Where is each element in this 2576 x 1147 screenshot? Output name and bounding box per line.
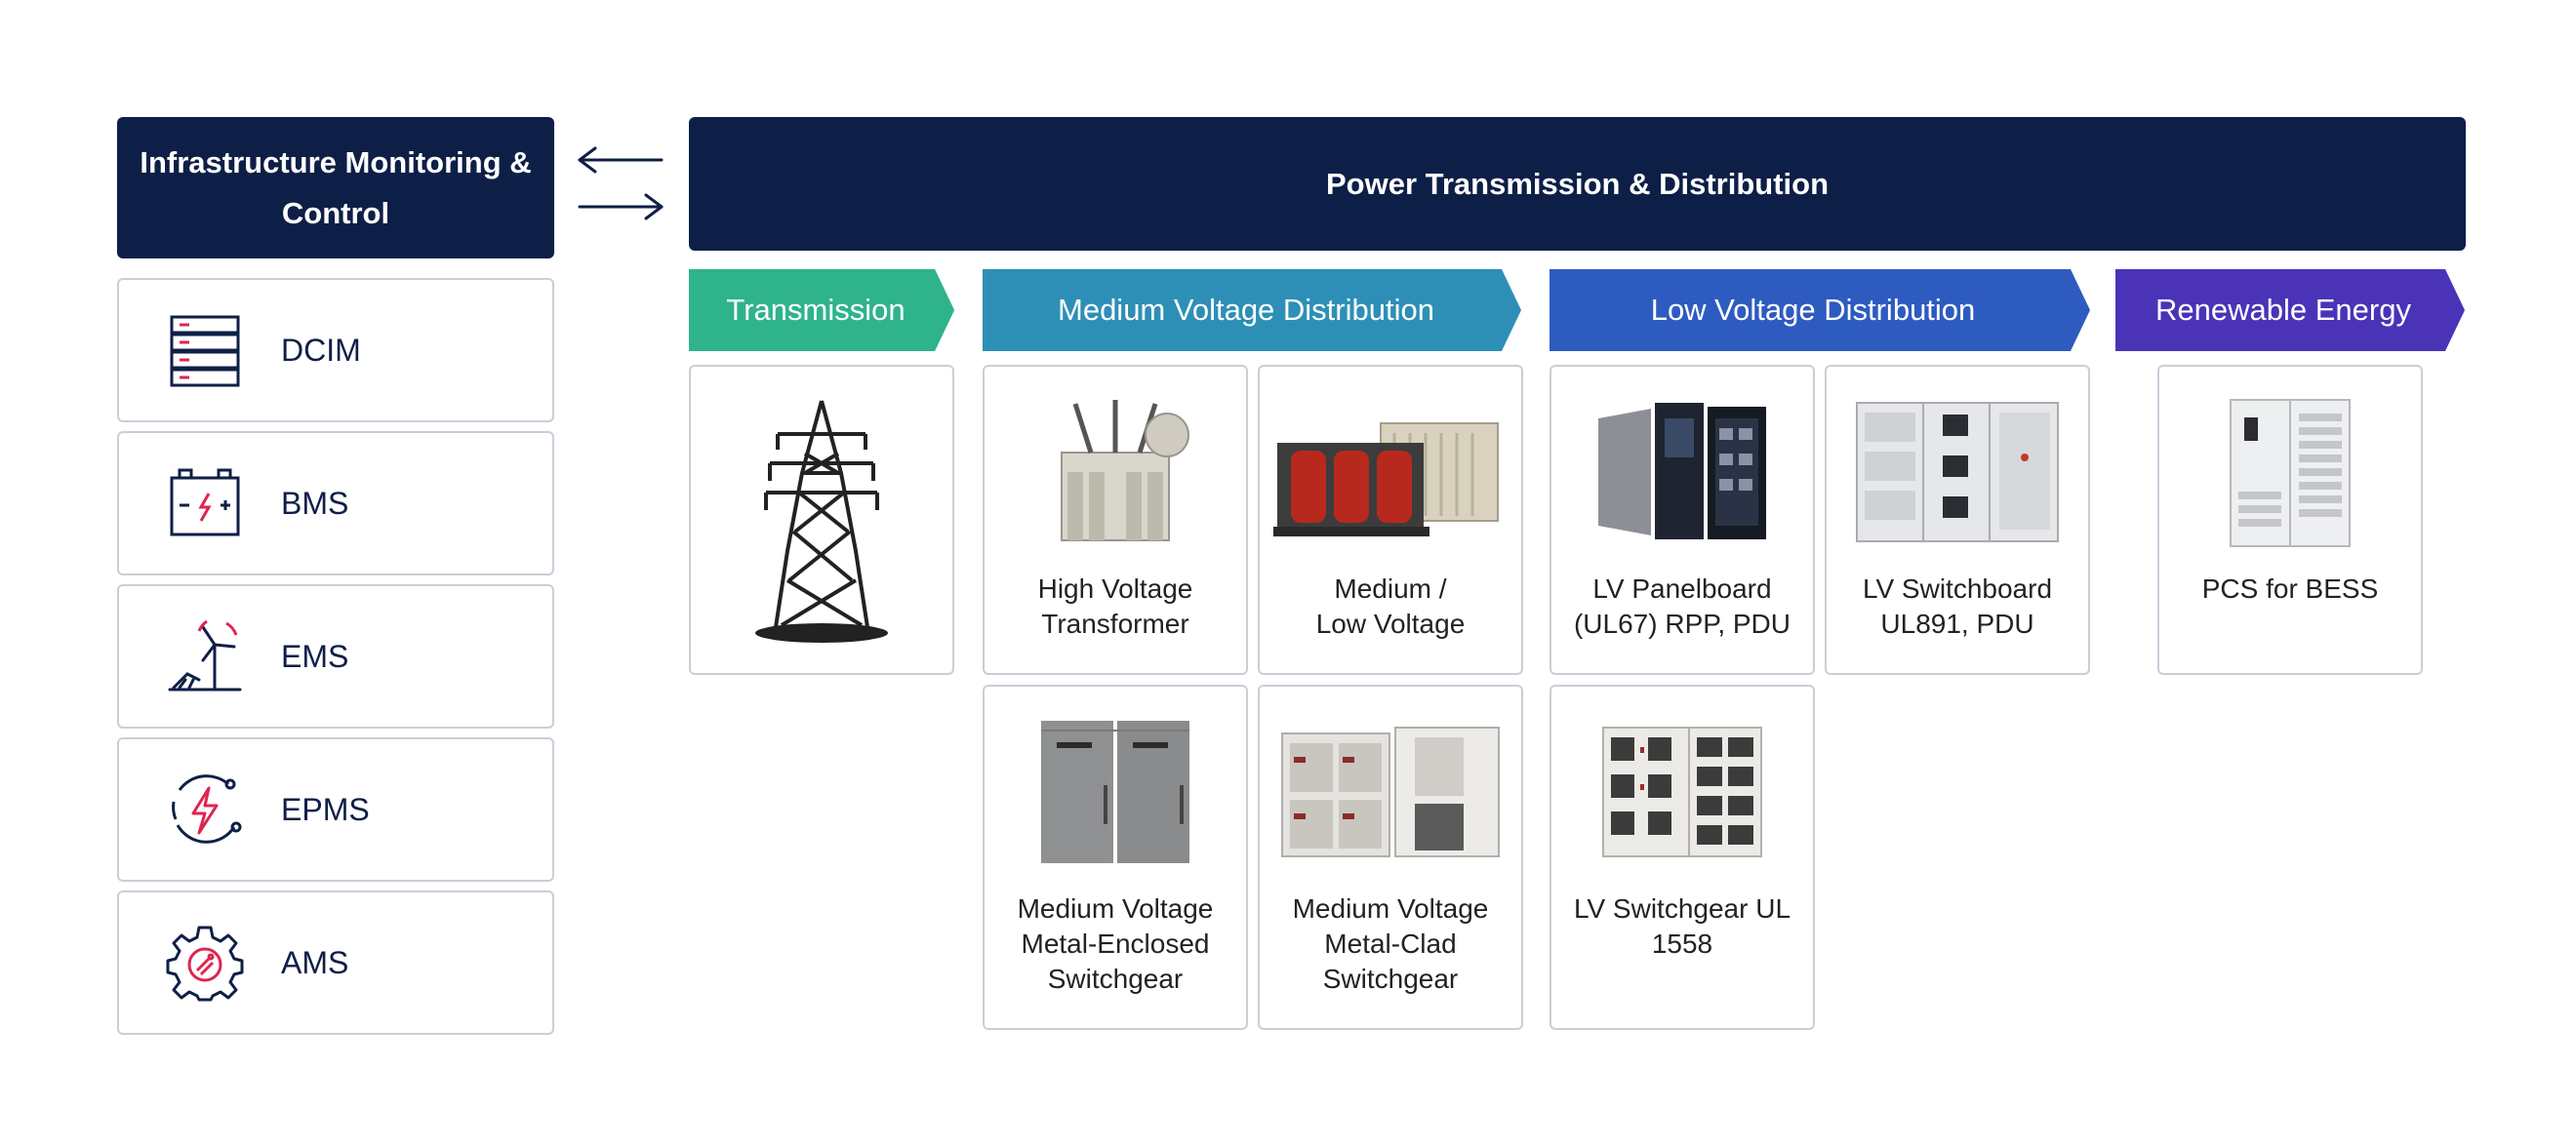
ems-label: EMS [281, 638, 349, 674]
hv-transformer-image [985, 394, 1246, 550]
mv-metal-clad-image [1260, 714, 1521, 870]
category-lv-chevron [1550, 269, 2090, 351]
ams-label: AMS [281, 944, 349, 980]
power-transmission-title: Power Transmission & Distribution [1325, 166, 1830, 201]
lv-panelboard-image [1551, 394, 1813, 550]
lv-switchboard-image [1827, 394, 2088, 550]
power-transmission-header: Power Transmission & Distribution [689, 117, 2466, 251]
product-card-pcs-bess[interactable]: PCS for BESS [2157, 365, 2423, 675]
product-card-mv-metal-enclosed[interactable]: Medium Voltage Metal-Enclosed Switchgear [983, 685, 1248, 1030]
infrastructure-monitoring-title: Infrastructure Monitoring & Control [140, 144, 532, 230]
category-low-voltage-label: Low Voltage Distribution [1650, 293, 1976, 327]
ems-card[interactable]: EMS [117, 584, 554, 729]
mv-lv-transformer-image [1260, 394, 1521, 550]
lv-switchgear-label: LV Switchgear UL 1558 [1573, 893, 1791, 959]
product-card-mv-lv-transformer[interactable]: Medium / Low Voltage [1258, 365, 1523, 675]
product-card-lv-panelboard[interactable]: LV Panelboard (UL67) RPP, PDU [1550, 365, 1815, 675]
bms-card[interactable]: BMS [117, 431, 554, 575]
lv-switchboard-label: LV Switchboard UL891, PDU [1862, 574, 2053, 639]
category-transmission-chevron [689, 269, 954, 351]
epms-card[interactable]: EPMS [117, 737, 554, 882]
wind-solar-icon [164, 615, 246, 697]
power-cycle-icon [164, 769, 246, 850]
epms-label: EPMS [281, 791, 370, 827]
mv-lv-transformer-label: Medium / Low Voltage [1315, 574, 1466, 639]
mv-metal-clad-label: Medium Voltage Metal-Clad Switchgear [1292, 893, 1489, 994]
mv-metal-enclosed-label: Medium Voltage Metal-Enclosed Switchgear [1017, 893, 1214, 994]
product-card-lv-switchboard[interactable]: LV Switchboard UL891, PDU [1825, 365, 2090, 675]
dcim-label: DCIM [281, 332, 361, 368]
pcs-bess-label: PCS for BESS [2201, 574, 2379, 604]
category-transmission[interactable]: Transmission [689, 269, 943, 351]
category-transmission-label: Transmission [726, 293, 906, 327]
category-renewable-energy[interactable]: Renewable Energy [2115, 269, 2451, 351]
category-mv-chevron [983, 269, 1521, 351]
category-low-voltage[interactable]: Low Voltage Distribution [1550, 269, 2076, 351]
transmission-tower-image [691, 390, 952, 653]
pcs-bess-image [2159, 394, 2421, 550]
gear-circuit-icon [164, 922, 246, 1004]
infrastructure-monitoring-header: Infrastructure Monitoring & Control [117, 117, 554, 258]
product-card-mv-metal-clad[interactable]: Medium Voltage Metal-Clad Switchgear [1258, 685, 1523, 1030]
lv-panelboard-label: LV Panelboard (UL67) RPP, PDU [1573, 574, 1791, 639]
category-medium-voltage-label: Medium Voltage Distribution [1058, 293, 1434, 327]
dcim-card[interactable]: DCIM [117, 278, 554, 422]
hv-transformer-label: High Voltage Transformer [1037, 574, 1193, 639]
product-card-hv-transformer[interactable]: High Voltage Transformer [983, 365, 1248, 675]
product-card-transmission-tower[interactable] [689, 365, 954, 675]
category-renewable-energy-label: Renewable Energy [2155, 293, 2411, 327]
ams-card[interactable]: AMS [117, 890, 554, 1035]
battery-icon [164, 462, 246, 544]
lv-switchgear-image [1551, 714, 1813, 870]
product-card-lv-switchgear[interactable]: LV Switchgear UL 1558 [1550, 685, 1815, 1030]
bms-label: BMS [281, 485, 349, 521]
bidirectional-arrows-icon [578, 146, 664, 220]
server-rack-icon [164, 309, 246, 391]
mv-metal-enclosed-image [985, 714, 1246, 870]
category-renewable-chevron [2115, 269, 2465, 351]
category-medium-voltage[interactable]: Medium Voltage Distribution [983, 269, 1509, 351]
